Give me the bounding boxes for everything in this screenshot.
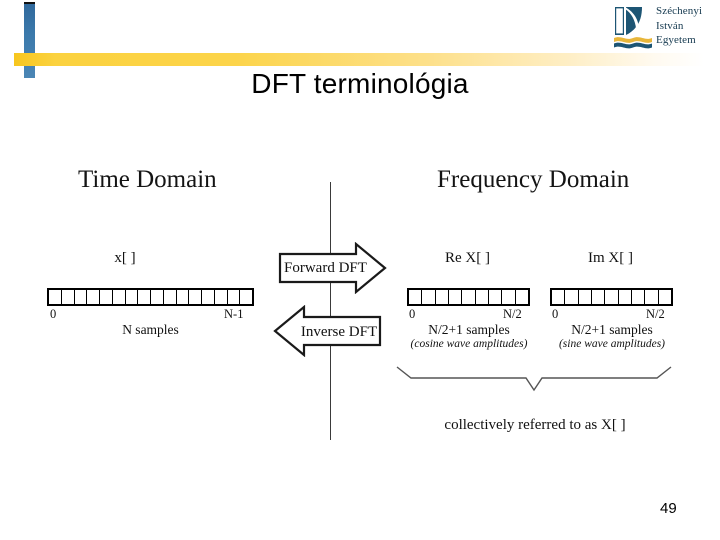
sample-cell bbox=[605, 290, 619, 304]
inverse-dft-label: Inverse DFT bbox=[300, 324, 378, 340]
sample-cell bbox=[138, 290, 151, 304]
decorative-bar-cap bbox=[24, 2, 35, 5]
sample-cell bbox=[449, 290, 463, 304]
logo-line-3: Egyetem bbox=[656, 34, 696, 46]
page-number: 49 bbox=[660, 500, 677, 517]
sample-cell bbox=[202, 290, 215, 304]
real-part-subcaption: (cosine wave amplitudes) bbox=[410, 338, 528, 350]
sample-cell bbox=[422, 290, 436, 304]
sample-cell bbox=[189, 290, 202, 304]
imaginary-part-sample-array bbox=[550, 288, 673, 306]
time-domain-end-label: N-1 bbox=[224, 307, 244, 321]
sample-cell bbox=[502, 290, 516, 304]
sample-cell bbox=[49, 290, 62, 304]
real-part-start-label: 0 bbox=[409, 307, 416, 321]
imaginary-part-signal-label: Im X[ ] bbox=[588, 250, 633, 266]
sample-cell bbox=[579, 290, 592, 304]
time-domain-caption: N samples bbox=[122, 322, 179, 337]
sample-cell bbox=[409, 290, 423, 304]
sample-cell bbox=[177, 290, 190, 304]
time-domain-signal-label: x[ ] bbox=[114, 250, 136, 266]
domain-divider-line bbox=[330, 182, 331, 440]
sample-cell bbox=[462, 290, 476, 304]
sample-cell bbox=[228, 290, 241, 304]
real-part-end-label: N/2 bbox=[503, 307, 522, 321]
real-part-caption: N/2+1 samples bbox=[428, 322, 510, 337]
time-domain-sample-array bbox=[47, 288, 254, 306]
sample-cell bbox=[151, 290, 164, 304]
sample-cell bbox=[215, 290, 228, 304]
sample-cell bbox=[552, 290, 566, 304]
sample-cell bbox=[619, 290, 632, 304]
sample-cell bbox=[62, 290, 75, 304]
imaginary-part-end-label: N/2 bbox=[646, 307, 665, 321]
page-title: DFT terminológia bbox=[251, 68, 469, 99]
frequency-domain-heading: Frequency Domain bbox=[437, 166, 630, 193]
sample-cell bbox=[565, 290, 579, 304]
sample-cell bbox=[436, 290, 449, 304]
real-part-sample-array bbox=[407, 288, 530, 306]
szechenyi-university-logo-icon bbox=[614, 7, 652, 49]
imaginary-part-caption: N/2+1 samples bbox=[571, 322, 653, 337]
university-logo: Széchenyi István Egyetem bbox=[610, 3, 718, 53]
sample-cell bbox=[489, 290, 503, 304]
sample-cell bbox=[632, 290, 646, 304]
forward-dft-label: Forward DFT bbox=[284, 260, 367, 276]
forward-dft-arrow bbox=[278, 242, 387, 294]
sample-cell bbox=[645, 290, 659, 304]
sample-cell bbox=[126, 290, 139, 304]
sample-cell bbox=[516, 290, 528, 304]
inverse-dft-arrow bbox=[273, 305, 382, 357]
sample-cell bbox=[100, 290, 113, 304]
decorative-horizontal-bar bbox=[14, 53, 704, 66]
sample-cell bbox=[240, 290, 252, 304]
time-domain-start-label: 0 bbox=[50, 307, 57, 321]
logo-line-2: István bbox=[656, 19, 684, 32]
decorative-vertical-bar bbox=[24, 4, 35, 78]
sample-cell bbox=[113, 290, 126, 304]
collective-caption: collectively referred to as X[ ] bbox=[444, 417, 626, 433]
university-logo-text: Széchenyi István Egyetem bbox=[656, 4, 718, 48]
imaginary-part-subcaption: (sine wave amplitudes) bbox=[558, 338, 666, 350]
sample-cell bbox=[164, 290, 177, 304]
sample-cell bbox=[659, 290, 671, 304]
imaginary-part-start-label: 0 bbox=[552, 307, 559, 321]
real-part-signal-label: Re X[ ] bbox=[445, 250, 490, 266]
dft-terminology-diagram: Time Domain x[ ] 0 N-1 N samples Forward… bbox=[0, 150, 720, 460]
sample-cell bbox=[75, 290, 88, 304]
sample-cell bbox=[476, 290, 489, 304]
sample-cell bbox=[87, 290, 100, 304]
sample-cell bbox=[592, 290, 606, 304]
logo-line-1: Széchenyi bbox=[656, 5, 703, 17]
collective-brace bbox=[396, 366, 672, 392]
time-domain-heading: Time Domain bbox=[78, 166, 217, 193]
